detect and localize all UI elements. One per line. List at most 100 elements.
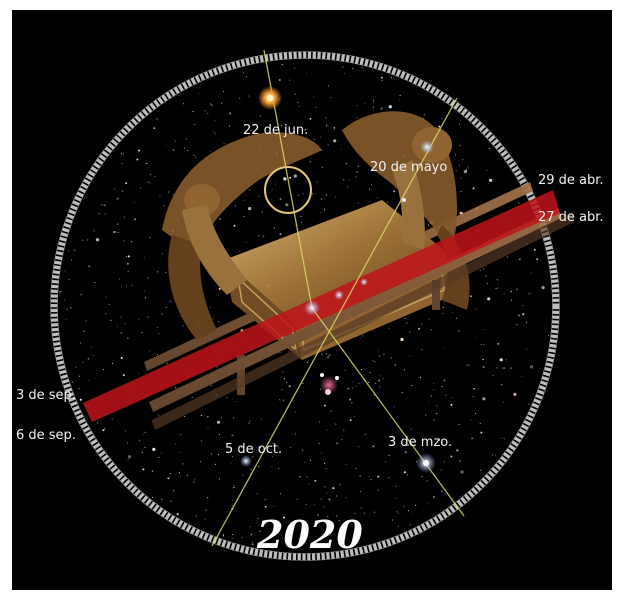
background-star (279, 351, 281, 353)
background-star (172, 193, 174, 195)
background-star (399, 99, 401, 101)
background-star (273, 227, 275, 229)
background-star (393, 406, 395, 408)
background-star (379, 355, 381, 357)
background-star (469, 295, 472, 298)
background-star (200, 460, 202, 463)
background-star (442, 347, 444, 349)
background-star (233, 417, 235, 419)
background-star (411, 385, 413, 387)
background-star (215, 133, 217, 135)
background-star (144, 447, 146, 449)
background-star (320, 452, 323, 454)
background-star (506, 256, 508, 258)
background-star (138, 318, 140, 320)
background-star (235, 400, 237, 403)
background-star (511, 299, 513, 301)
background-star (399, 94, 401, 96)
background-star (372, 445, 375, 448)
background-star (455, 154, 457, 156)
background-star (323, 404, 326, 407)
background-star (143, 257, 145, 259)
background-star (103, 428, 106, 430)
background-star (207, 415, 209, 418)
background-star (175, 387, 177, 389)
background-star (369, 200, 371, 202)
background-star (199, 92, 201, 94)
background-star (323, 506, 325, 508)
background-star (121, 285, 123, 288)
background-star (358, 446, 360, 448)
label-3-sep: 3 de sep. (16, 388, 76, 403)
background-star (306, 476, 308, 478)
background-star (160, 452, 162, 454)
background-star (483, 268, 485, 270)
background-star (139, 187, 142, 189)
background-star (427, 224, 429, 226)
background-star (364, 103, 366, 105)
background-star (468, 364, 470, 366)
background-star (173, 490, 175, 492)
background-star (282, 371, 284, 373)
background-star (161, 313, 163, 315)
background-star (88, 379, 90, 382)
background-star (205, 509, 207, 511)
background-star (214, 463, 216, 465)
background-star (510, 291, 512, 293)
background-star (110, 319, 112, 321)
background-star (332, 487, 335, 490)
background-star (195, 156, 197, 158)
background-star (127, 337, 129, 339)
background-star (116, 325, 119, 327)
background-star (294, 93, 296, 95)
background-star (418, 327, 420, 330)
label-22-jun: 22 de jun. (243, 123, 308, 138)
background-star (126, 442, 129, 444)
background-star (66, 308, 68, 310)
background-star (455, 317, 457, 319)
background-star (159, 195, 161, 197)
background-star (525, 321, 528, 323)
background-star (128, 455, 132, 459)
background-star (526, 348, 528, 350)
background-star (474, 308, 476, 310)
background-star (518, 258, 521, 261)
background-star (200, 414, 202, 416)
background-star (309, 117, 312, 120)
background-star (390, 357, 392, 359)
background-star (362, 335, 364, 337)
background-star (74, 249, 76, 251)
background-star (156, 326, 159, 329)
background-star (290, 447, 292, 449)
background-star (92, 355, 94, 357)
background-star (407, 444, 409, 446)
background-star (393, 190, 395, 193)
background-star (127, 255, 130, 258)
background-star (320, 498, 322, 500)
background-star (364, 433, 366, 435)
background-star (381, 79, 383, 81)
background-star (165, 144, 167, 146)
background-star (430, 395, 432, 397)
background-star (410, 428, 412, 430)
background-star (96, 422, 98, 424)
background-star (352, 387, 354, 389)
background-star (323, 209, 326, 211)
background-star (98, 212, 100, 215)
background-star (499, 358, 503, 362)
label-6-sep: 6 de sep. (16, 428, 76, 443)
background-star (154, 175, 156, 178)
background-star (518, 202, 520, 204)
background-star (273, 505, 275, 507)
background-star (458, 123, 460, 125)
background-star (522, 304, 524, 307)
background-star (294, 411, 296, 413)
background-star (293, 174, 297, 178)
background-star (395, 497, 397, 499)
background-star (286, 382, 288, 384)
background-star (503, 293, 505, 295)
background-star (308, 483, 310, 485)
background-star (248, 96, 250, 98)
background-star (441, 386, 443, 388)
background-star (299, 171, 301, 173)
